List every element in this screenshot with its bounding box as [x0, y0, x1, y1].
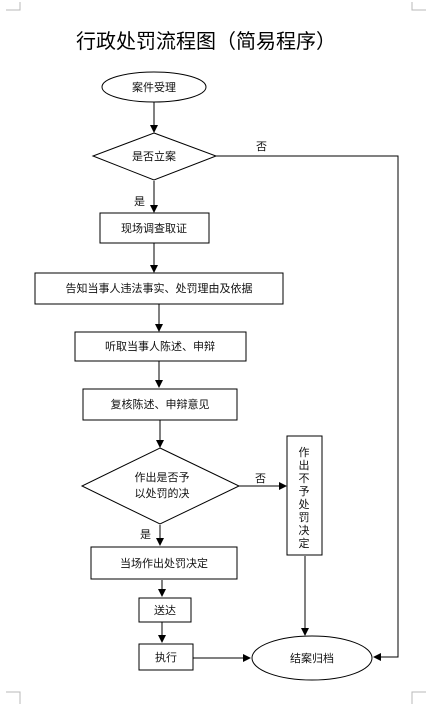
node-decision-file-label: 是否立案 — [132, 149, 176, 163]
node-deliver: 送达 — [138, 597, 192, 623]
node-close: 结案归档 — [251, 635, 373, 681]
node-review-label: 复核陈述、申辩意见 — [111, 397, 210, 411]
node-decision-penalty-line2: 以处罚的决 — [135, 486, 190, 500]
node-start: 案件受理 — [101, 71, 207, 103]
node-no-penalty-char: 决 — [299, 524, 310, 537]
node-investigate-label: 现场调查取证 — [121, 221, 187, 235]
node-hear: 听取当事人陈述、申辩 — [74, 331, 247, 362]
edge-label-penalty-yes: 是 — [140, 528, 151, 541]
node-start-label: 案件受理 — [132, 80, 176, 94]
node-no-penalty-char: 处 — [299, 498, 310, 511]
edge-label-file-no: 否 — [256, 140, 267, 153]
edge-decision-no-to-close — [216, 155, 399, 661]
node-no-penalty-char: 定 — [299, 536, 310, 550]
node-execute: 执行 — [138, 643, 194, 671]
node-notify: 告知当事人违法事实、处罚理由及依据 — [34, 272, 284, 305]
node-no-penalty-char: 不 — [299, 472, 310, 485]
chart-title: 行政处罚流程图（简易程序） — [76, 29, 336, 53]
node-review: 复核陈述、申辩意见 — [82, 388, 238, 421]
node-investigate: 现场调查取证 — [99, 212, 210, 244]
edge-label-file-yes: 是 — [134, 195, 145, 208]
node-no-penalty-char: 作 — [299, 446, 310, 459]
connectors — [150, 101, 399, 662]
node-penalty-label: 当场作出处罚决定 — [120, 556, 208, 570]
node-close-label: 结案归档 — [290, 651, 334, 665]
node-execute-label: 执行 — [155, 650, 177, 664]
node-hear-label: 听取当事人陈述、申辩 — [105, 339, 215, 353]
node-decision-file: 是否立案 — [91, 132, 218, 181]
page-crop-marks — [6, 2, 426, 704]
node-no-penalty-char: 予 — [299, 485, 310, 498]
node-no-penalty-char: 出 — [299, 458, 310, 472]
edge-label-penalty-no: 否 — [255, 472, 266, 485]
node-notify-label: 告知当事人违法事实、处罚理由及依据 — [66, 281, 253, 295]
node-deliver-label: 送达 — [154, 603, 176, 617]
node-penalty: 当场作出处罚决定 — [90, 546, 238, 580]
node-decision-penalty: 作出是否予 以处罚的决 — [80, 447, 241, 525]
node-decision-penalty-line1: 作出是否予 — [135, 470, 190, 484]
node-no-penalty-char: 罚 — [299, 511, 310, 524]
